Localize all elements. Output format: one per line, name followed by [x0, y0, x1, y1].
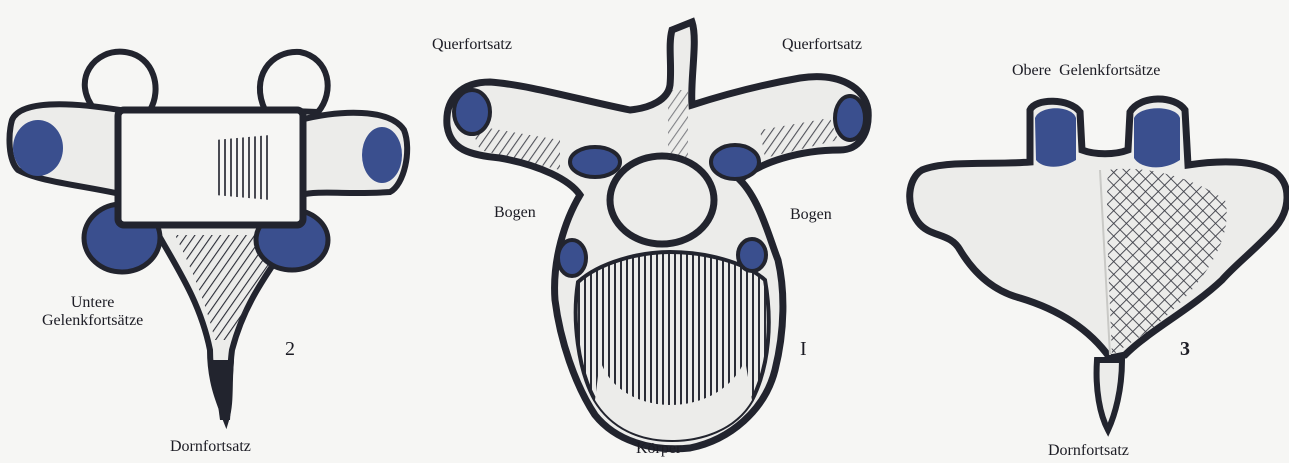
superior-facet-right-1 [711, 145, 759, 179]
label-body: Körper [636, 440, 681, 458]
transverse-facet-right [362, 127, 402, 183]
figure-3-vertebra-lateral [910, 99, 1287, 430]
spinous-process-3 [1097, 360, 1122, 430]
figure-1-vertebra-superior [447, 22, 868, 449]
label-spinous-3: Dornfortsatz [1048, 442, 1129, 460]
label-upper-articular: Obere Gelenkfortsätze [1012, 62, 1160, 80]
label-spinous-2: Dornfortsatz [170, 438, 251, 456]
label-lower-articular-line2: Gelenkfortsätze [42, 312, 143, 330]
upper-left-loop [85, 52, 156, 110]
transverse-facet-left [13, 120, 63, 176]
figure-2-vertebra-posterior [10, 52, 408, 420]
vertebra-outline-3 [910, 99, 1287, 358]
vertebral-body-2 [118, 110, 303, 225]
superior-facet-left-1 [570, 147, 620, 177]
pedicle-facet-right-1 [738, 239, 766, 271]
label-transverse-right: Querfortsatz [782, 36, 862, 54]
transverse-facet-right-1 [835, 96, 865, 140]
label-arch-left: Bogen [494, 204, 536, 222]
label-transverse-left: Querfortsatz [432, 36, 512, 54]
upper-facet-right-3 [1134, 108, 1180, 167]
label-lower-articular: Untere Gelenkfortsätze [42, 294, 143, 331]
pedicle-facet-left-1 [558, 240, 586, 276]
label-lower-articular-line1: Untere [42, 294, 143, 312]
upper-right-loop [260, 52, 328, 112]
vertebral-foramen [610, 156, 714, 244]
figure-2-number: 2 [285, 338, 295, 361]
figure-1-number: I [800, 338, 807, 361]
upper-facet-left-3 [1035, 108, 1076, 167]
label-arch-right: Bogen [790, 206, 832, 224]
transverse-facet-left-1 [454, 90, 490, 134]
figure-3-number: 3 [1180, 338, 1190, 361]
